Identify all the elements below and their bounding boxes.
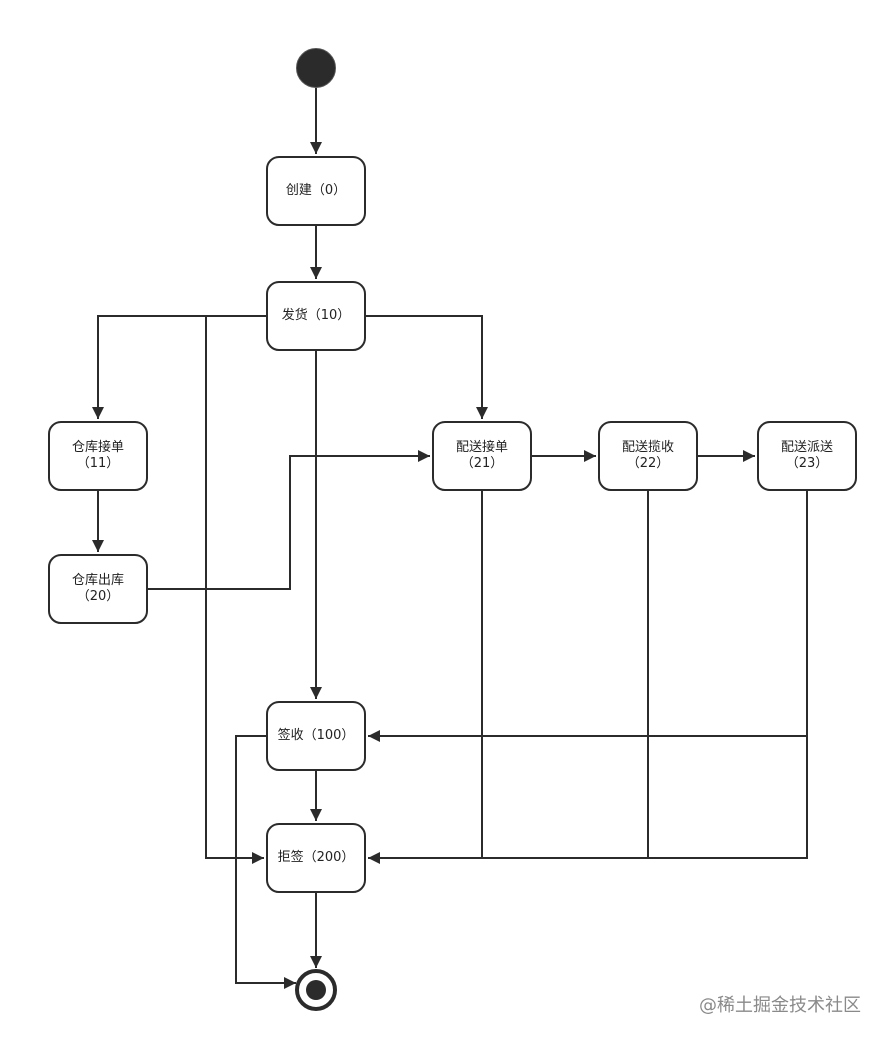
- state-signed-label: 签收（100）: [277, 728, 355, 743]
- end-state-dot: [306, 980, 326, 1000]
- state-delivery-dispatch-name: 配送派送: [780, 440, 833, 455]
- edge-warehouse-out-to-delivery-accept: [148, 450, 430, 590]
- state-warehouse-out-code: （20）: [76, 589, 120, 604]
- state-shipped: 发货（10）: [266, 281, 366, 351]
- edge-delivery-dispatch-to-signed: [368, 491, 808, 742]
- state-delivery-accept-name: 配送接单: [455, 440, 508, 455]
- state-rejected-label: 拒签（200）: [277, 850, 355, 865]
- state-rejected: 拒签（200）: [266, 823, 366, 893]
- state-delivery-dispatch: 配送派送 （23）: [757, 421, 857, 491]
- state-warehouse-accept-name: 仓库接单: [71, 440, 124, 455]
- end-state: [295, 969, 337, 1011]
- state-warehouse-out-name: 仓库出库: [71, 573, 124, 588]
- edge-signed-to-end: [235, 735, 296, 989]
- state-warehouse-accept: 仓库接单 （11）: [48, 421, 148, 491]
- state-created-label: 创建（0）: [285, 183, 347, 198]
- start-state: [296, 48, 336, 88]
- state-delivery-dispatch-code: （23）: [785, 456, 829, 471]
- state-delivery-pickup: 配送揽收 （22）: [598, 421, 698, 491]
- watermark: @稀土掘金技术社区: [699, 995, 861, 1016]
- state-warehouse-accept-code: （11）: [76, 456, 120, 471]
- edge-shipped-to-rejected: [205, 316, 264, 864]
- edge-shipped-to-delivery-accept: [366, 315, 488, 419]
- state-delivery-pickup-name: 配送揽收: [621, 440, 674, 455]
- state-warehouse-out: 仓库出库 （20）: [48, 554, 148, 624]
- state-delivery-accept: 配送接单 （21）: [432, 421, 532, 491]
- edge-shipped-to-warehouse-accept: [92, 315, 266, 419]
- state-shipped-label: 发货（10）: [281, 308, 351, 323]
- state-created: 创建（0）: [266, 156, 366, 226]
- state-signed: 签收（100）: [266, 701, 366, 771]
- edge-delivery-dispatch-to-rejected: [368, 736, 808, 864]
- state-delivery-accept-code: （21）: [460, 456, 504, 471]
- state-delivery-pickup-code: （22）: [626, 456, 670, 471]
